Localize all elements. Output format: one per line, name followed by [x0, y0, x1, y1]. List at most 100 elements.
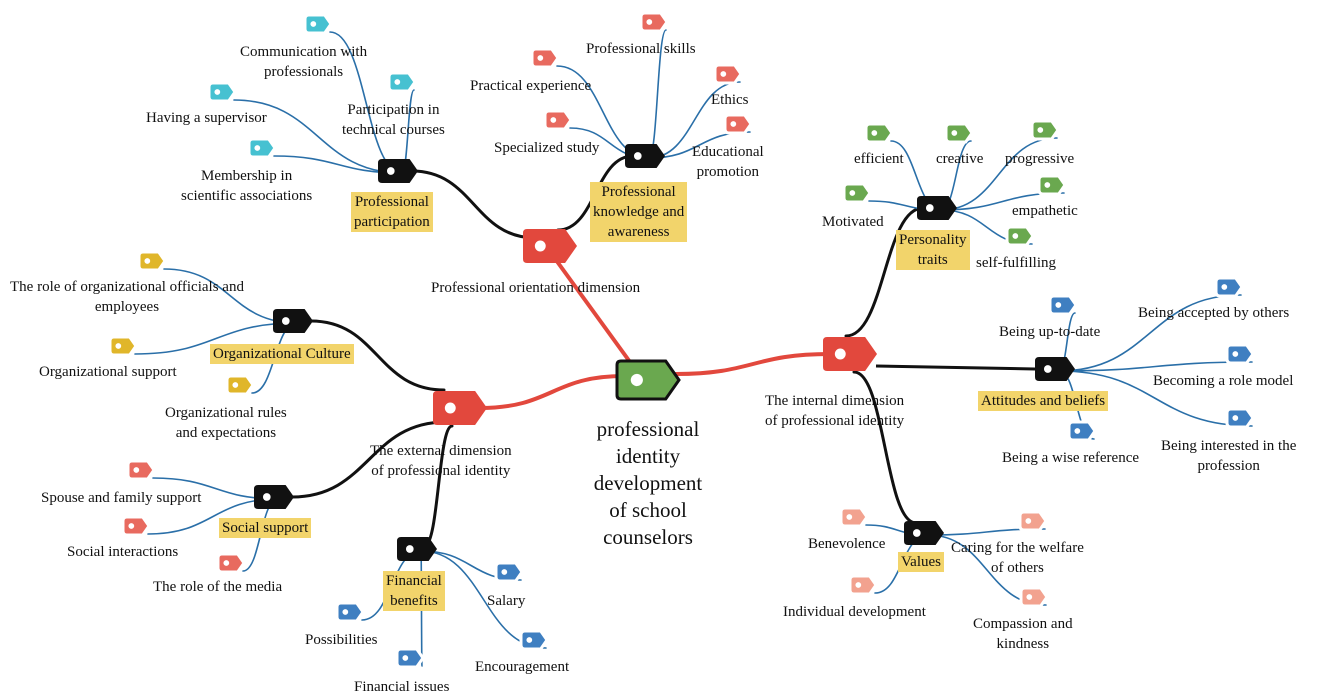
branch-social	[290, 420, 448, 499]
leaf-being-accepted-by-others: Being accepted by others	[1138, 305, 1290, 321]
category-knowledge-label: Professional knowledge and awareness	[590, 182, 688, 242]
leaf-organizational-support: Organizational support	[39, 364, 177, 380]
branch-values	[852, 370, 918, 525]
leaf-tag-personality-3-icon	[842, 182, 872, 204]
leaf-benevolence: Benevolence	[808, 536, 886, 552]
category-personality-label: Personality traits	[896, 230, 970, 270]
branch-center-external	[478, 374, 626, 410]
leaf-compassion-and-kindness: Compassion and kindness	[973, 616, 1073, 652]
central-topic-label: professional identity development of sch…	[593, 417, 703, 549]
leaf-being-interested-in-the-profession: Being interested in the profession	[1161, 438, 1297, 474]
leaf-tag-knowledge-2-icon	[713, 63, 743, 85]
leaf-tag-personality-4-icon	[1037, 174, 1067, 196]
leaf-empathetic: empathetic	[1012, 203, 1078, 219]
leaf-tag-financial-3-icon	[395, 647, 425, 669]
leaf-line-attitudes-2	[1058, 361, 1253, 372]
dimension-external-label: The external dimension of professional i…	[370, 443, 512, 479]
leaf-tag-attitudes-0-icon	[1048, 294, 1078, 316]
leaf-membership-in-scientific-associations: Membership in scientific associations	[181, 168, 313, 204]
leaf-line-culture-1	[134, 322, 298, 355]
leaf-tag-knowledge-4-icon	[723, 113, 753, 135]
dimension-internal-label: The internal dimension of professional i…	[765, 393, 905, 429]
leaf-being-up-to-date: Being up-to-date	[999, 324, 1101, 340]
leaf-tag-personality-2-icon	[1030, 119, 1060, 141]
category-knowledge-node-icon	[625, 144, 665, 168]
leaf-tag-attitudes-3-icon	[1067, 420, 1097, 442]
leaf-tag-personality-5-icon	[1005, 225, 1035, 247]
leaf-tag-participation-2-icon	[207, 81, 237, 103]
branch-center-internal	[674, 352, 832, 376]
leaf-specialized-study: Specialized study	[494, 140, 600, 156]
leaf-being-a-wise-reference: Being a wise reference	[1002, 450, 1140, 466]
category-attitudes-label: Attitudes and beliefs	[978, 391, 1109, 411]
leaf-tag-participation-0-icon	[303, 13, 333, 35]
leaf-tag-financial-0-icon	[494, 561, 524, 583]
leaf-tag-knowledge-3-icon	[543, 109, 573, 131]
leaf-creative: creative	[936, 151, 984, 167]
leaf-motivated: Motivated	[822, 214, 884, 230]
central-topic-node-icon	[615, 359, 681, 401]
leaf-possibilities: Possibilities	[305, 632, 378, 648]
leaf-communication-with-professionals: Communication with professionals	[240, 44, 368, 80]
branch-personality	[844, 206, 925, 338]
leaf-role-of-the-media: The role of the media	[153, 579, 283, 595]
leaf-practical-experience: Practical experience	[470, 78, 592, 94]
leaf-tag-values-0-icon	[839, 506, 869, 528]
leaf-educational-promotion: Educational promotion	[692, 144, 764, 180]
branch-participation	[410, 169, 538, 240]
leaf-tag-values-1-icon	[1018, 510, 1048, 532]
category-values-label: Values	[898, 552, 944, 572]
leaf-tag-personality-1-icon	[944, 122, 974, 144]
leaf-tag-social-2-icon	[216, 552, 246, 574]
leaf-efficient: efficient	[854, 151, 904, 167]
leaf-having-a-supervisor: Having a supervisor	[146, 110, 267, 126]
category-participation-label: Professional participation	[351, 192, 433, 232]
leaf-tag-knowledge-1-icon	[530, 47, 560, 69]
category-participation-node-icon	[378, 159, 418, 183]
leaf-ethics: Ethics	[711, 92, 749, 108]
leaf-spouse-and-family-support: Spouse and family support	[41, 490, 202, 506]
leaf-tag-knowledge-0-icon	[639, 11, 669, 33]
branch-attitudes	[875, 364, 1036, 371]
category-financial-label: Financial benefits	[383, 571, 445, 611]
leaf-individual-development: Individual development	[783, 604, 926, 620]
leaf-tag-values-3-icon	[1019, 586, 1049, 608]
leaf-tag-social-1-icon	[121, 515, 151, 537]
leaf-social-interactions: Social interactions	[67, 544, 179, 560]
leaf-line-attitudes-4	[1058, 370, 1253, 427]
leaf-line-personality-2	[940, 137, 1058, 211]
leaf-tag-financial-1-icon	[335, 601, 365, 623]
leaf-becoming-a-role-model: Becoming a role model	[1153, 373, 1294, 389]
leaf-encouragement: Encouragement	[475, 659, 570, 675]
leaf-tag-financial-2-icon	[519, 629, 549, 651]
leaf-self-fulfilling: self-fulfilling	[976, 255, 1056, 271]
branch-center-orientation	[554, 258, 632, 364]
leaf-line-participation-2	[233, 99, 403, 174]
leaf-professional-skills: Professional skills	[586, 41, 696, 57]
category-attitudes-node-icon	[1035, 357, 1075, 381]
leaf-organizational-rules: Organizational rules and expectations	[165, 405, 287, 441]
leaf-tag-culture-2-icon	[225, 374, 255, 396]
category-values-node-icon	[904, 521, 944, 545]
category-culture-label: Organizational Culture	[210, 344, 354, 364]
leaf-tag-attitudes-1-icon	[1214, 276, 1244, 298]
leaf-tag-attitudes-4-icon	[1225, 407, 1255, 429]
leaf-financial-issues: Financial issues	[354, 679, 450, 695]
leaf-tag-participation-3-icon	[247, 137, 277, 159]
leaf-tag-personality-0-icon	[864, 122, 894, 144]
leaf-progressive: progressive	[1005, 151, 1075, 167]
leaf-caring-for-welfare-of-others: Caring for the welfare of others	[951, 540, 1084, 576]
category-financial-node-icon	[397, 537, 437, 561]
leaf-tag-participation-1-icon	[387, 71, 417, 93]
leaf-tag-culture-1-icon	[108, 335, 138, 357]
branch-culture	[309, 319, 446, 392]
leaf-tag-values-2-icon	[848, 574, 878, 596]
dimension-internal-node-icon	[823, 337, 877, 371]
leaf-role-of-organizational-officials: The role of organizational officials and…	[10, 279, 244, 315]
category-culture-node-icon	[273, 309, 313, 333]
leaf-salary: Salary	[487, 593, 526, 609]
dimension-external-node-icon	[433, 391, 487, 425]
category-social-label: Social support	[219, 518, 312, 538]
leaf-line-attitudes-1	[1058, 294, 1242, 372]
